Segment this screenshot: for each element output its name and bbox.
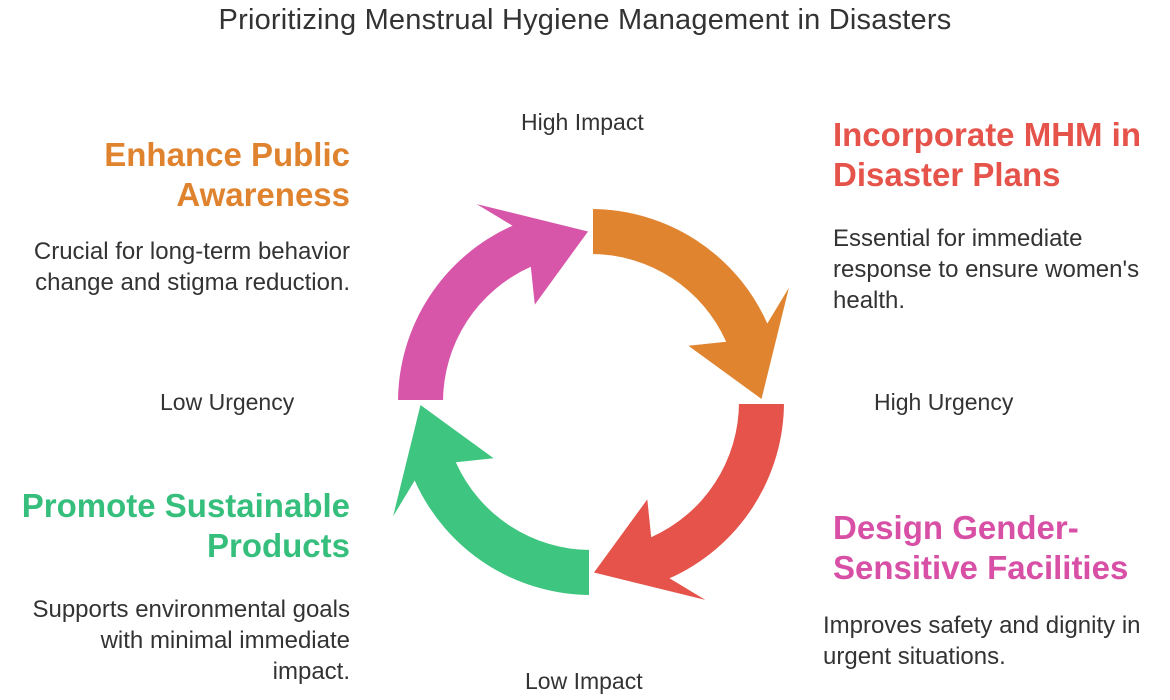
heading-line: Promote Sustainable <box>21 487 350 524</box>
heading-line: Disaster Plans <box>833 156 1061 193</box>
cycle-segment-bottom-right <box>594 402 784 600</box>
heading-line: Products <box>206 527 350 564</box>
quadrant-text-bottom-right: Improves safety and dignity in urgent si… <box>823 610 1141 672</box>
text-line: health. <box>833 287 906 314</box>
axis-label-top: High Impact <box>521 109 644 135</box>
quadrant-heading-top-right: Incorporate MHM in Disaster Plans <box>833 115 1141 195</box>
text-line: urgent situations. <box>823 643 1006 670</box>
text-line: change and stigma reduction. <box>35 269 350 296</box>
quadrant-heading-top-left: Enhance Public Awareness <box>104 135 350 215</box>
text-line: Crucial for long-term behavior <box>33 238 350 265</box>
diagram-title: Prioritizing Menstrual Hygiene Managemen… <box>218 4 952 36</box>
quadrant-heading-bottom-right: Design Gender- Sensitive Facilities <box>833 508 1128 588</box>
heading-line: Enhance Public <box>104 136 350 173</box>
heading-line: Incorporate MHM in <box>833 116 1142 153</box>
axis-label-bottom: Low Impact <box>525 668 643 694</box>
axis-label-right: High Urgency <box>874 389 1014 415</box>
cycle-segment-bottom-left <box>393 405 591 595</box>
heading-line: Sensitive Facilities <box>833 549 1129 586</box>
heading-line: Design Gender- <box>833 509 1079 546</box>
cycle-segment-top-left <box>398 204 588 402</box>
text-line: response to ensure women's <box>833 256 1140 283</box>
heading-line: Awareness <box>176 176 350 213</box>
text-line: with minimal immediate <box>100 627 350 654</box>
text-line: Essential for immediate <box>833 225 1083 252</box>
axis-label-left: Low Urgency <box>160 389 295 415</box>
quadrant-text-top-right: Essential for immediate response to ensu… <box>833 223 1139 316</box>
text-line: impact. <box>272 658 350 685</box>
quadrant-heading-bottom-left: Promote Sustainable Products <box>22 486 350 566</box>
cycle-segment-top-right <box>591 209 789 399</box>
quadrant-text-top-left: Crucial for long-term behavior change an… <box>34 236 350 298</box>
quadrant-text-bottom-left: Supports environmental goals with minima… <box>32 594 350 687</box>
text-line: Improves safety and dignity in <box>823 612 1141 639</box>
text-line: Supports environmental goals <box>32 596 350 623</box>
